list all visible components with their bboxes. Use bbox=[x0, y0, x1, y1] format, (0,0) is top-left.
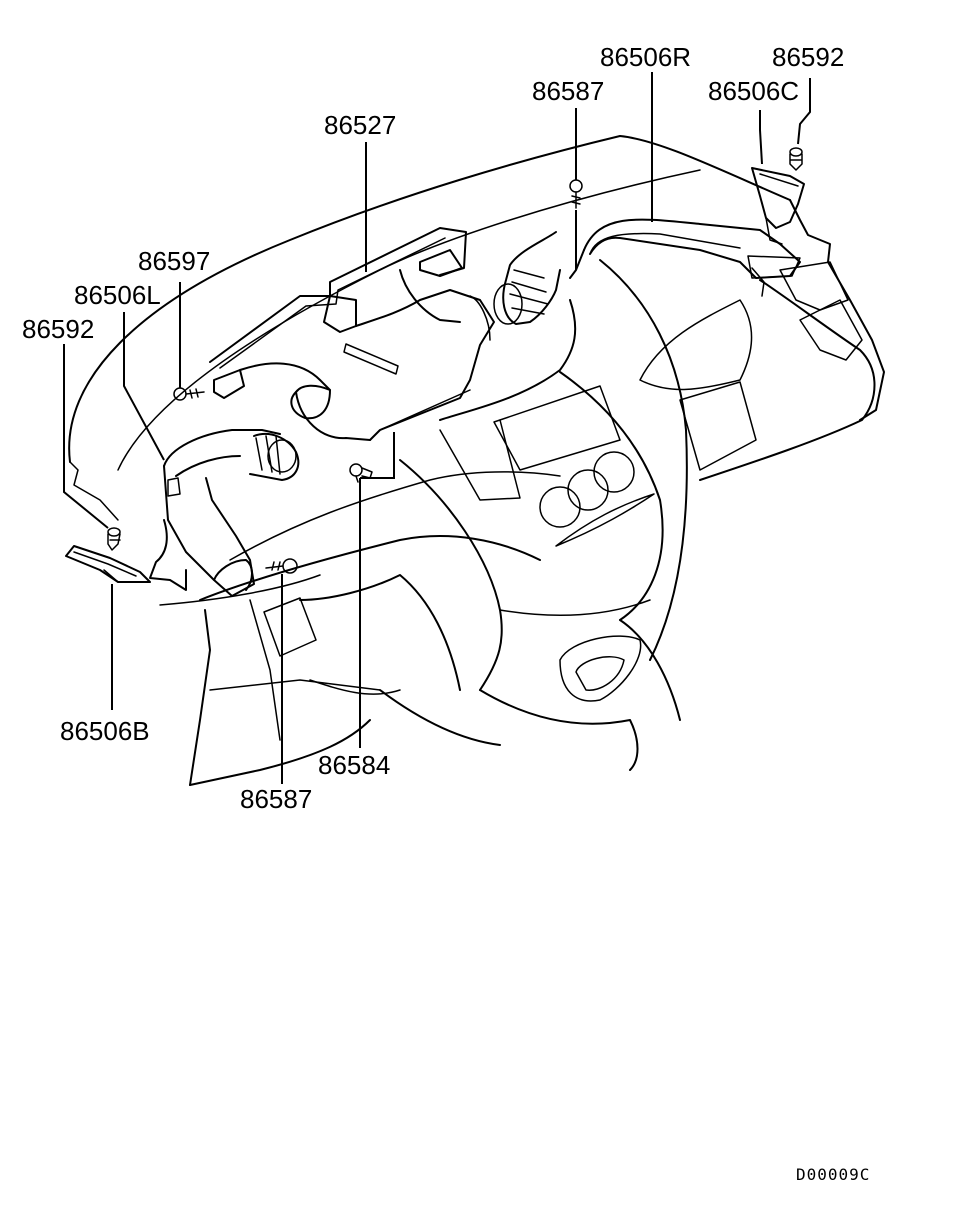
left-duct-86506L bbox=[149, 429, 300, 597]
label-86587-bottom: 86587 bbox=[240, 784, 312, 814]
bracket-86506B bbox=[65, 545, 151, 583]
label-86584: 86584 bbox=[318, 750, 390, 780]
label-86592-left: 86592 bbox=[22, 314, 94, 344]
screw-86597 bbox=[173, 387, 205, 401]
fastener-86592-right bbox=[789, 147, 803, 171]
screw-86587-bottom bbox=[265, 558, 298, 574]
label-86527: 86527 bbox=[324, 110, 396, 140]
label-86597: 86597 bbox=[138, 246, 210, 276]
dashboard-body bbox=[68, 135, 885, 786]
part-labels: 86506R 86592 86587 86506C 86527 86597 86… bbox=[22, 42, 844, 814]
bracket-86506C bbox=[751, 167, 805, 245]
center-duct-86527 bbox=[209, 227, 495, 441]
center-emblem bbox=[539, 451, 655, 547]
label-86506R: 86506R bbox=[600, 42, 691, 72]
fastener-86592-left bbox=[107, 527, 121, 551]
leader-lines bbox=[63, 72, 811, 784]
right-duct-86506R bbox=[493, 218, 801, 325]
label-86506C: 86506C bbox=[708, 76, 799, 106]
screw-86587-top bbox=[569, 179, 583, 209]
diagram-code: D00009C bbox=[796, 1165, 870, 1184]
label-86587-top: 86587 bbox=[532, 76, 604, 106]
label-86506L: 86506L bbox=[74, 280, 161, 310]
label-86506B: 86506B bbox=[60, 716, 150, 746]
label-86592-right: 86592 bbox=[772, 42, 844, 72]
